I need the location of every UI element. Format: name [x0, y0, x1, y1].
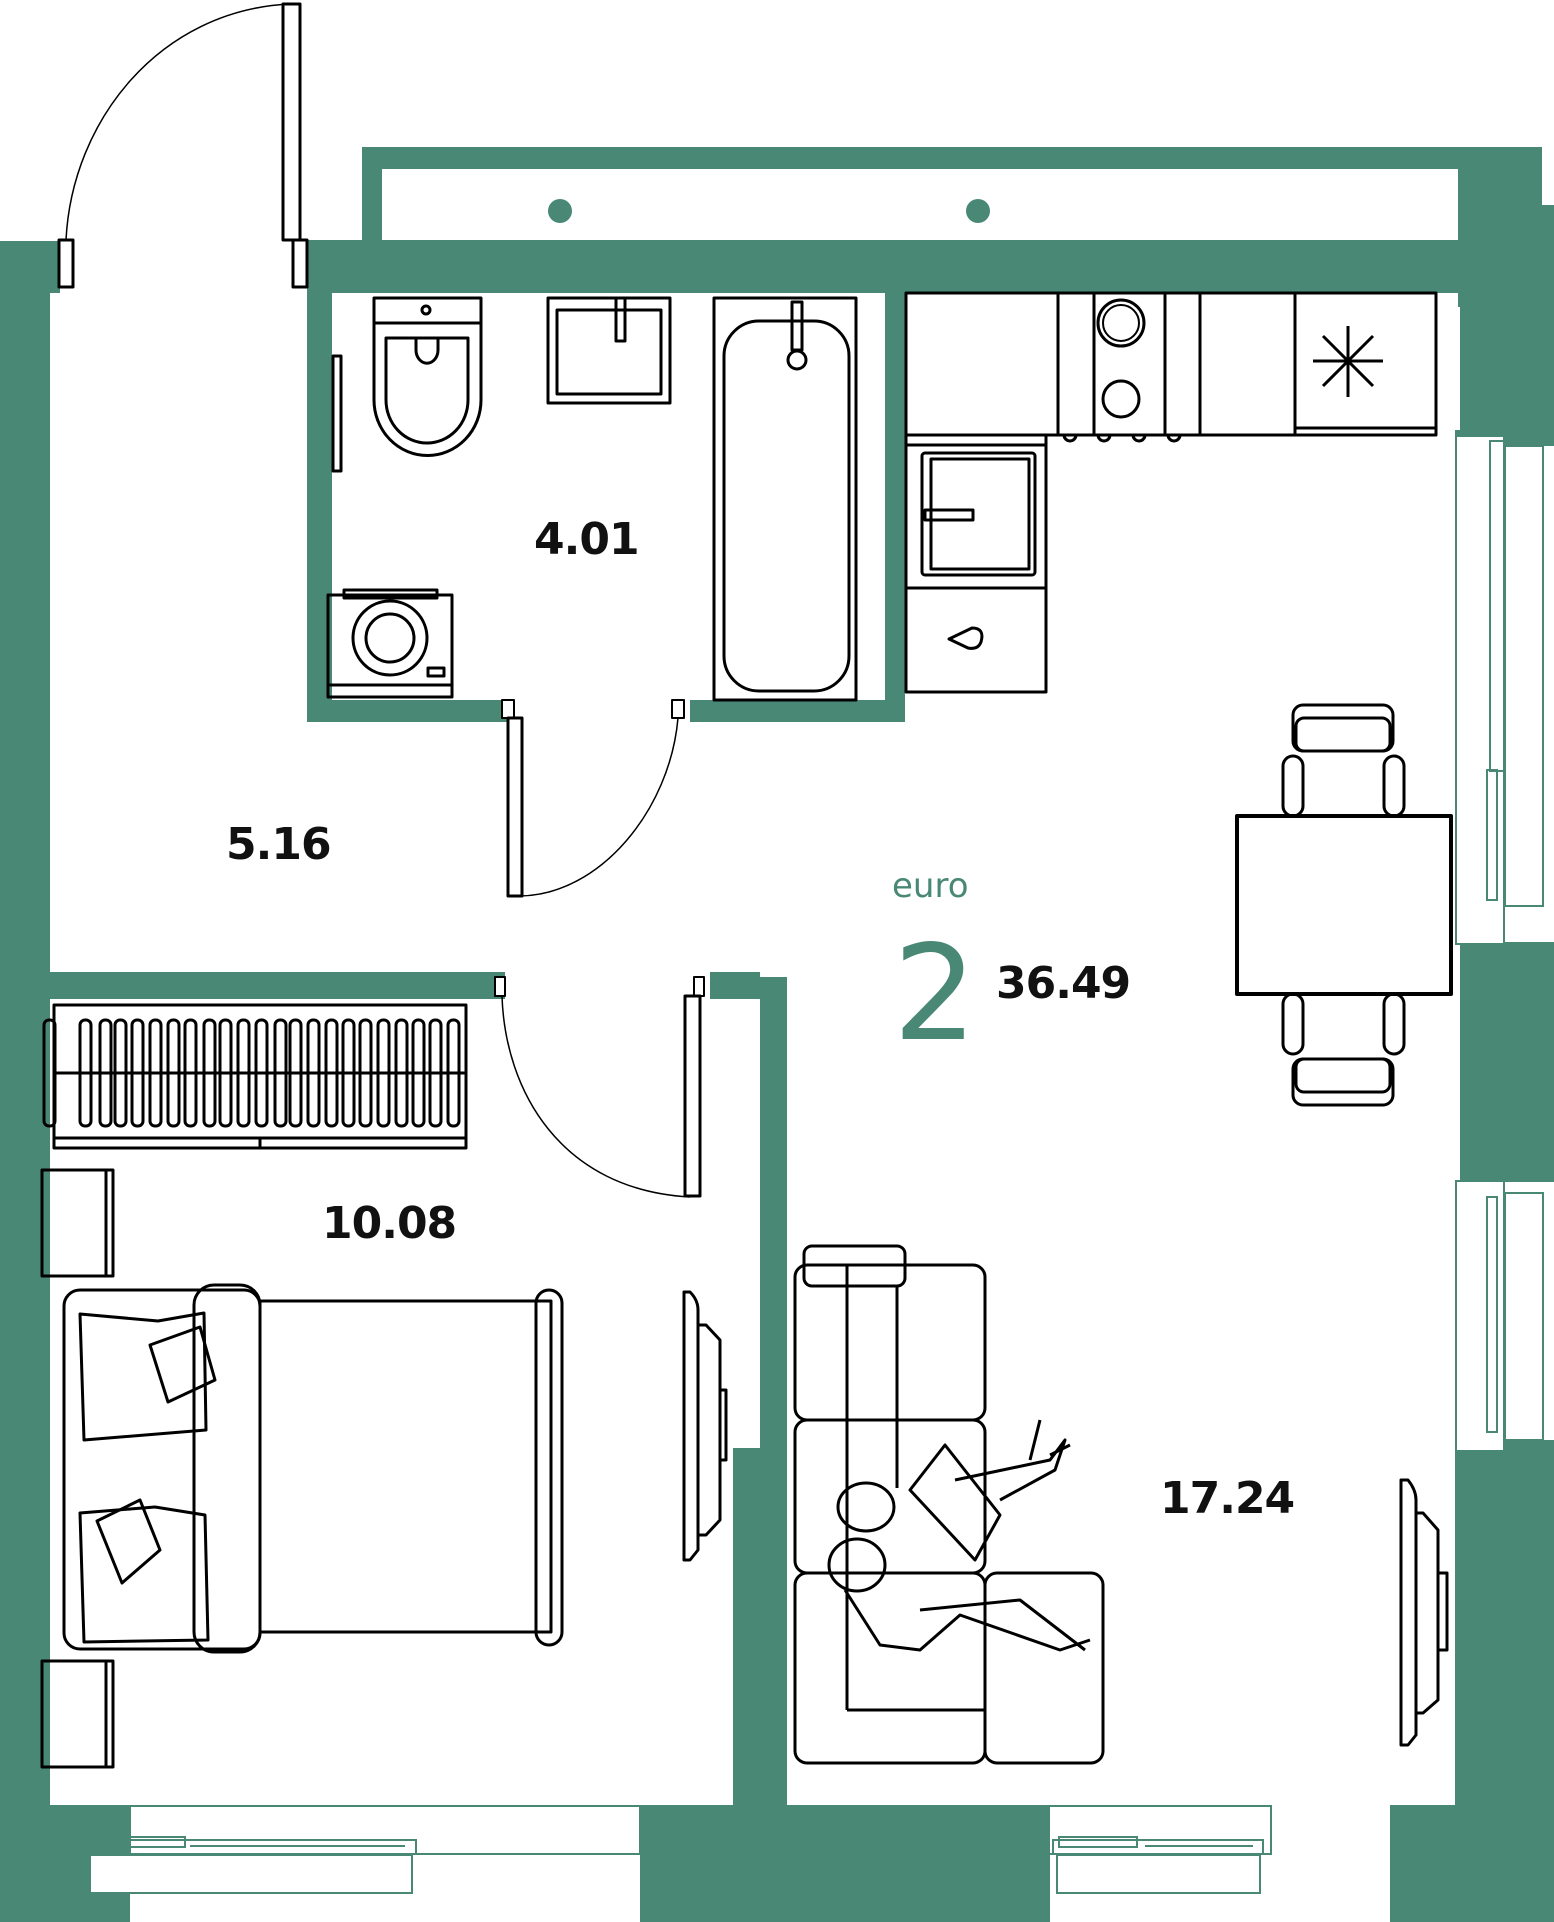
nightstand-bottom — [40, 1659, 115, 1769]
bathtub-icon — [712, 296, 858, 702]
room-area-hallway: 5.16 — [226, 819, 332, 870]
loggia-top-wall — [362, 147, 1542, 169]
bedroom-top-wall — [50, 972, 505, 999]
loggia-left-wall — [362, 147, 382, 242]
bathroom-door[interactable] — [501, 699, 685, 898]
nightstand-top — [40, 1168, 115, 1278]
dining-table — [1235, 703, 1453, 1107]
rooms-count: 2 — [893, 917, 977, 1071]
room-area-kitchen-living: 17.24 — [1160, 1473, 1295, 1524]
stove-icon — [1062, 298, 1182, 443]
hangers — [42, 1018, 461, 1128]
bathroom-right-wall — [885, 290, 905, 722]
snowflake-icon — [1313, 326, 1383, 397]
washing-machine-icon — [326, 588, 454, 699]
sofa — [793, 1244, 1105, 1765]
tv-bedroom — [682, 1290, 728, 1562]
top-wall — [307, 240, 1460, 293]
kitchen-counter — [904, 291, 1438, 694]
people-on-sofa — [827, 1419, 1091, 1652]
room-area-bedroom: 10.08 — [322, 1198, 457, 1249]
windows — [86, 435, 1544, 1894]
loggia-post-2 — [966, 199, 990, 223]
wardrobe — [42, 1003, 468, 1150]
bedroom-door[interactable] — [494, 976, 705, 1198]
kitchen-sink-icon — [920, 451, 1037, 650]
furniture — [40, 2, 1453, 1769]
bathroom-bottom-wall — [307, 700, 507, 722]
walls — [0, 147, 1554, 1922]
bed — [62, 1283, 564, 1654]
tv-living — [1399, 1478, 1449, 1747]
sink-icon — [546, 296, 672, 405]
entrance-door[interactable] — [57, 2, 309, 289]
total-area: 36.49 — [996, 958, 1131, 1009]
loggia-post-1 — [548, 199, 572, 223]
toilet-icon — [331, 296, 483, 473]
layout-type: euro — [892, 866, 969, 906]
room-area-bathroom: 4.01 — [534, 514, 640, 565]
